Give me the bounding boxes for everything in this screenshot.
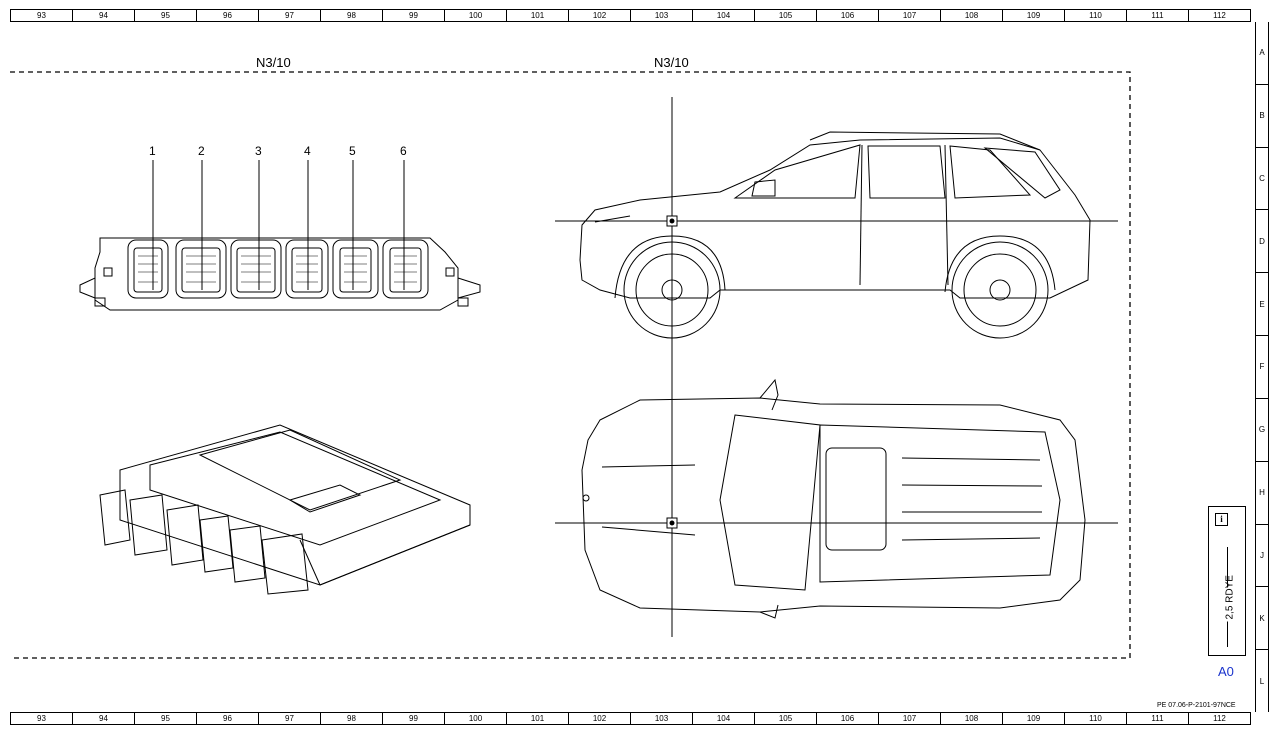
column-96: 96	[197, 713, 259, 724]
column-100: 100	[445, 10, 507, 21]
component-title-right: N3/10	[654, 55, 689, 70]
connector-number-1: 1	[149, 144, 156, 158]
row-A: A	[1256, 22, 1268, 85]
column-99: 99	[383, 10, 445, 21]
component-boundary	[10, 71, 1131, 659]
column-94: 94	[73, 10, 135, 21]
row-L: L	[1259, 676, 1265, 686]
column-101: 101	[507, 713, 569, 724]
component-title-left: N3/10	[256, 55, 291, 70]
column-106: 106	[817, 10, 879, 21]
column-107: 107	[879, 713, 941, 724]
column-93: 93	[11, 713, 73, 724]
iso-connector-4	[199, 515, 234, 573]
connector-4	[285, 239, 329, 299]
column-103: 103	[631, 10, 693, 21]
row-G: G	[1256, 399, 1268, 462]
wire-label: 2,5 RDYE	[1224, 575, 1236, 622]
ecu-front-view	[79, 237, 481, 311]
vehicle-top-view	[581, 378, 1086, 619]
connector-number-4: 4	[304, 144, 311, 158]
row-F: F	[1256, 336, 1268, 399]
column-112: 112	[1213, 11, 1226, 20]
column-105: 105	[755, 10, 817, 21]
sheet-id: A0	[1218, 664, 1234, 679]
column-95: 95	[135, 713, 197, 724]
column-98: 98	[321, 713, 383, 724]
connector-3	[230, 239, 282, 299]
column-110: 110	[1065, 713, 1127, 724]
column-112: 112	[1213, 714, 1226, 723]
column-96: 96	[197, 10, 259, 21]
column-106: 106	[817, 713, 879, 724]
iso-connector-6	[261, 533, 309, 595]
row-J: J	[1256, 525, 1268, 588]
row-D: D	[1256, 210, 1268, 274]
connector-number-3: 3	[255, 144, 262, 158]
connector-leaders	[152, 160, 405, 290]
row-K: K	[1256, 587, 1268, 651]
connector-6	[382, 239, 429, 299]
row-C: C	[1256, 148, 1268, 211]
connector-number-6: 6	[400, 144, 407, 158]
ecu-isometric-view	[99, 424, 471, 595]
column-97: 97	[259, 10, 321, 21]
row-E: E	[1256, 273, 1268, 337]
row-B: B	[1256, 85, 1268, 148]
column-98: 98	[321, 10, 383, 21]
row-H: H	[1256, 462, 1268, 525]
column-108: 108	[941, 10, 1003, 21]
connector-number-5: 5	[349, 144, 356, 158]
column-109: 109	[1003, 10, 1065, 21]
column-104: 104	[693, 713, 755, 724]
iso-connector-3	[166, 504, 204, 566]
column-111: 111	[1127, 10, 1189, 21]
column-100: 100	[445, 713, 507, 724]
column-109: 109	[1003, 713, 1065, 724]
column-108: 108	[941, 713, 1003, 724]
column-93: 93	[11, 10, 73, 21]
iso-connector-2	[129, 494, 168, 556]
connector-2	[175, 239, 227, 299]
column-94: 94	[73, 713, 135, 724]
document-code: PE 07.06-P-2101-97NCE	[1157, 702, 1236, 709]
column-105: 105	[755, 713, 817, 724]
column-110: 110	[1065, 10, 1127, 21]
column-102: 102	[569, 713, 631, 724]
column-111: 111	[1127, 713, 1189, 724]
column-99: 99	[383, 713, 445, 724]
reference-crosshairs	[555, 97, 1118, 637]
vehicle-side-view	[579, 131, 1091, 339]
info-icon: i	[1215, 513, 1228, 526]
column-104: 104	[693, 10, 755, 21]
column-97: 97	[259, 713, 321, 724]
column-102: 102	[569, 10, 631, 21]
wire-info-box: i 2,5 RDYE	[1208, 506, 1246, 656]
iso-connector-1	[99, 489, 131, 546]
connector-5	[332, 239, 379, 299]
column-103: 103	[631, 713, 693, 724]
column-101: 101	[507, 10, 569, 21]
connector-1	[127, 239, 169, 299]
column-95: 95	[135, 10, 197, 21]
column-107: 107	[879, 10, 941, 21]
iso-connector-5	[229, 525, 266, 583]
connector-number-2: 2	[198, 144, 205, 158]
